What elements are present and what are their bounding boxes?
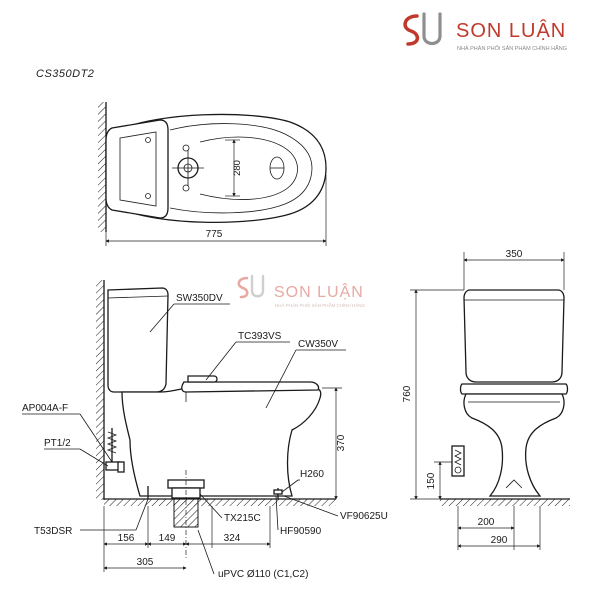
valve-knob bbox=[117, 461, 125, 473]
front-angle-valve bbox=[451, 445, 465, 477]
label-h260: H260 bbox=[300, 469, 324, 480]
front-tank bbox=[463, 289, 565, 383]
dim-350-label: 350 bbox=[506, 249, 523, 260]
leader bbox=[79, 413, 113, 463]
tank-bolt bbox=[145, 137, 151, 143]
dim-200-label: 200 bbox=[478, 517, 495, 528]
dim-775-label: 775 bbox=[206, 229, 223, 240]
wall-hatch bbox=[98, 102, 106, 232]
leader bbox=[135, 498, 149, 531]
front-seat bbox=[459, 383, 569, 395]
watermark-tagline: NHÀ PHÂN PHỐI SẢN PHẨM CHÍNH HÃNG bbox=[275, 302, 366, 308]
dim-324-label: 324 bbox=[224, 533, 241, 544]
top-bowl-rim bbox=[169, 123, 313, 214]
front-view: 350 760 150 200 290 bbox=[402, 249, 570, 550]
tank-lid-line bbox=[107, 295, 169, 299]
leader bbox=[275, 495, 279, 531]
side-seat bbox=[181, 381, 320, 393]
top-tank-inner bbox=[119, 131, 157, 207]
top-tank bbox=[105, 119, 169, 219]
fix-bolt bbox=[182, 144, 190, 152]
leader bbox=[197, 529, 215, 575]
dim-370-label: 370 bbox=[336, 434, 347, 451]
top-view: 280 775 bbox=[98, 102, 327, 246]
label-tx215c: TX215C bbox=[224, 513, 261, 524]
brand-logo: SON LUẬN NHÀ PHÂN PHỐI SẢN PHẨM CHÍNH HÃ… bbox=[403, 12, 567, 52]
leader bbox=[149, 303, 175, 333]
leader bbox=[79, 448, 109, 467]
hose-coil bbox=[454, 449, 462, 466]
dim-760-label: 760 bbox=[402, 385, 413, 402]
side-view: SW350DV TC393VS CW350V AP004A-F PT1/2 37… bbox=[22, 280, 388, 580]
watermark: SON LUẬN NHÀ PHÂN PHỐI SẢN PHẨM CHÍNH HÃ… bbox=[237, 274, 366, 308]
seat-hinge-side bbox=[187, 375, 218, 383]
leader bbox=[283, 495, 339, 517]
tank-bolt bbox=[145, 193, 151, 199]
floor-hatch bbox=[440, 499, 570, 506]
wall-hatch bbox=[96, 280, 104, 500]
label-tank: SW350DV bbox=[176, 293, 223, 304]
label-drain-pipe: uPVC Ø110 (C1,C2) bbox=[218, 569, 308, 580]
label-vf90625u: VF90625U bbox=[340, 511, 388, 522]
front-bowl bbox=[463, 393, 565, 497]
label-seat: TC393VS bbox=[238, 331, 282, 342]
model-number: CS350DT2 bbox=[36, 68, 94, 80]
dim-290-label: 290 bbox=[491, 535, 508, 546]
side-bowl bbox=[121, 387, 322, 497]
valve-knob bbox=[454, 466, 462, 474]
label-pipe-thread: PT1/2 bbox=[44, 438, 71, 449]
top-bowl-inner bbox=[199, 136, 298, 200]
hose-coil bbox=[106, 431, 118, 454]
dim-156-label: 156 bbox=[118, 533, 135, 544]
label-bowl: CW350V bbox=[298, 339, 338, 350]
leader bbox=[205, 341, 237, 381]
brand-tagline: NHÀ PHÂN PHỐI SẢN PHẨM CHÍNH HÃNG bbox=[457, 45, 567, 52]
label-angle-valve: AP004A-F bbox=[22, 403, 68, 414]
trap-mark bbox=[505, 479, 523, 489]
fix-bolt bbox=[182, 184, 190, 192]
leader bbox=[265, 349, 297, 409]
su-monogram-logo bbox=[403, 12, 442, 46]
watermark-name: SON LUẬN bbox=[274, 282, 364, 301]
floor-hatch bbox=[104, 499, 336, 506]
brand-name: SON LUẬN bbox=[456, 19, 566, 42]
dim-280-label: 280 bbox=[232, 160, 243, 176]
side-tank bbox=[107, 287, 169, 393]
dim-149-label: 149 bbox=[159, 533, 176, 544]
label-hf90590: HF90590 bbox=[280, 526, 322, 537]
leader bbox=[281, 479, 299, 493]
dim-150-label: 150 bbox=[426, 472, 437, 489]
dim-305-label: 305 bbox=[137, 557, 154, 568]
leader bbox=[199, 493, 223, 519]
foot-bolt-cap bbox=[273, 489, 283, 495]
label-t53dsr: T53DSR bbox=[34, 526, 72, 537]
